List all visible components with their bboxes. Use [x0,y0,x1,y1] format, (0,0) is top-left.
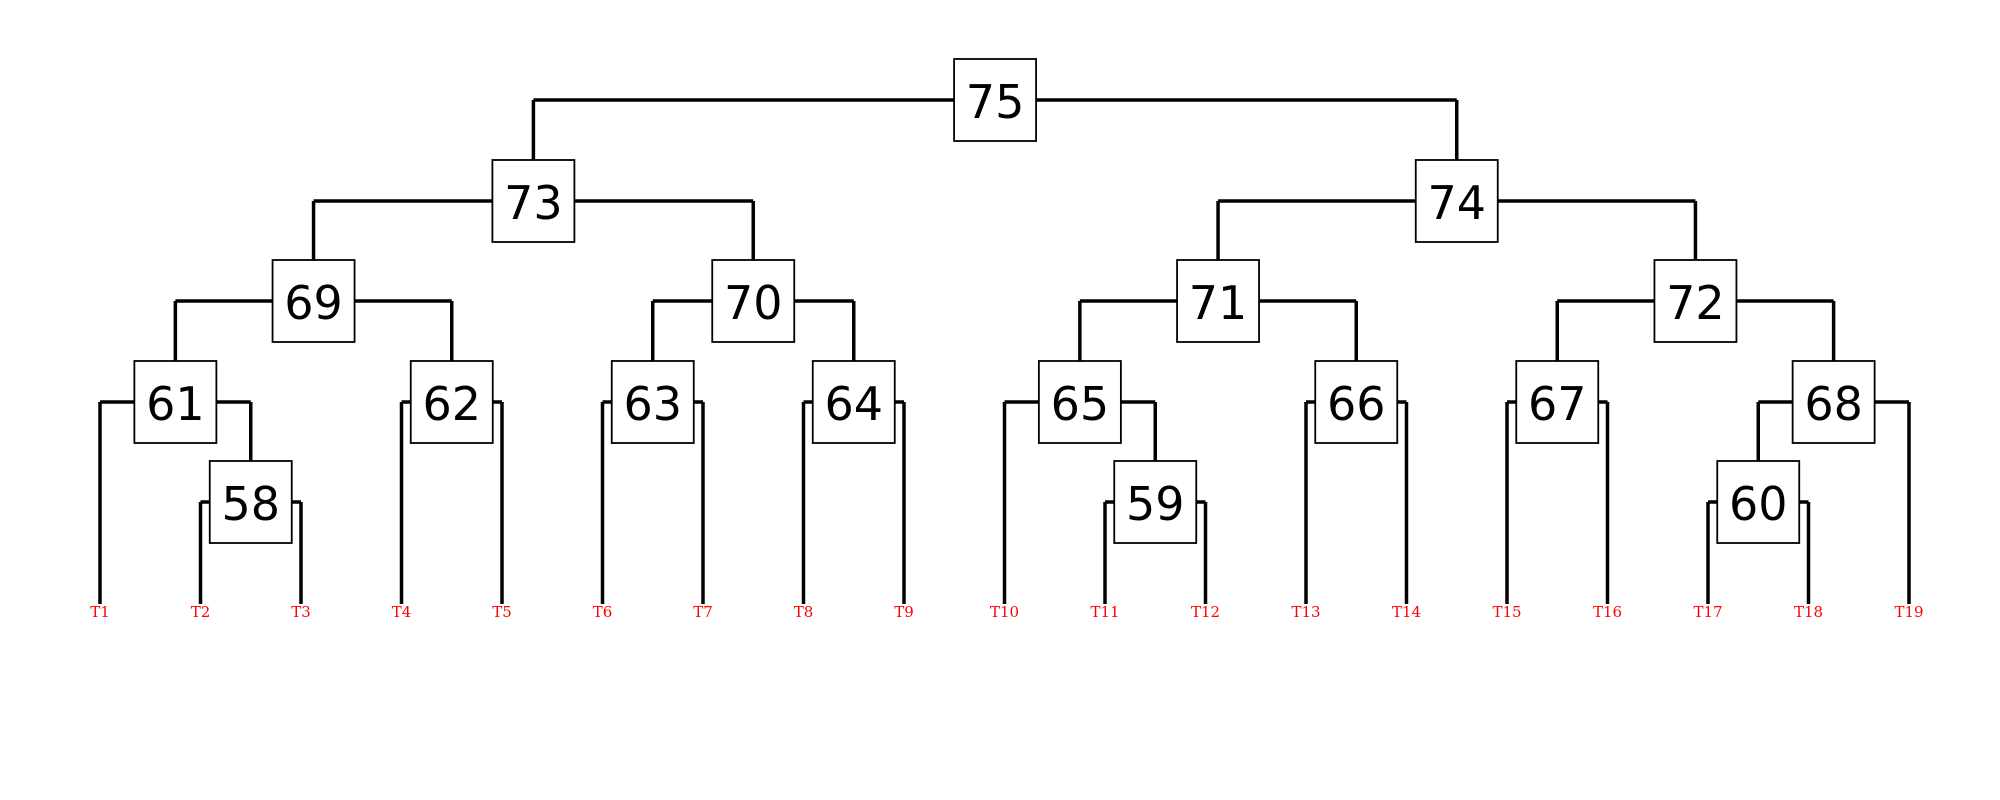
node-label-68: 68 [1804,377,1863,431]
node-label-73: 73 [504,176,563,230]
leaf-label-T15: T15 [1492,603,1521,621]
node-label-71: 71 [1189,276,1248,330]
node-71: 71 [1176,259,1260,343]
tree-edges [98,98,1911,604]
leaf-label-T6: T6 [593,603,613,621]
leaf-label-T13: T13 [1291,603,1320,621]
node-label-61: 61 [146,377,205,431]
leaf-label-T1: T1 [90,603,110,621]
node-box-70 [711,259,796,343]
node-box-68 [1791,360,1876,444]
node-58: 58 [208,460,293,544]
node-label-65: 65 [1051,377,1110,431]
leaf-label-T10: T10 [990,603,1019,621]
node-box-75 [953,58,1037,142]
node-67: 67 [1515,360,1600,444]
node-box-62 [409,360,494,444]
node-box-61 [133,360,218,444]
leaf-label-T8: T8 [794,603,814,621]
node-74: 74 [1414,159,1499,243]
node-70: 70 [711,259,796,343]
node-box-69 [271,259,356,343]
node-59: 59 [1113,460,1198,544]
node-label-75: 75 [966,75,1025,129]
node-box-63 [610,360,695,444]
node-label-69: 69 [284,276,343,330]
leaf-label-T12: T12 [1191,603,1220,621]
leaf-label-T17: T17 [1693,603,1722,621]
node-63: 63 [610,360,695,444]
node-box-71 [1176,259,1260,343]
node-69: 69 [271,259,356,343]
node-box-74 [1414,159,1499,243]
node-73: 73 [491,159,576,243]
leaf-label-T11: T11 [1090,603,1119,621]
leaf-label-T7: T7 [693,603,713,621]
node-72: 72 [1653,259,1738,343]
leaf-label-T16: T16 [1593,603,1622,621]
leaf-label-T2: T2 [191,603,211,621]
tree-leaves: T1 T2 T3 T4 T5 T6 T7 T8 T9 T10 T11 T12 T13 T14 T15 T16 T… [90,603,1923,621]
node-label-67: 67 [1528,377,1587,431]
leaf-label-T3: T3 [291,603,311,621]
node-box-67 [1515,360,1600,444]
node-label-66: 66 [1327,377,1386,431]
leaf-label-T19: T19 [1894,603,1923,621]
node-box-60 [1716,460,1801,544]
node-label-72: 72 [1666,276,1725,330]
leaf-label-T14: T14 [1392,603,1421,621]
node-68: 68 [1791,360,1876,444]
node-box-72 [1653,259,1738,343]
node-65: 65 [1037,360,1122,444]
node-box-59 [1113,460,1198,544]
node-61: 61 [133,360,218,444]
node-label-58: 58 [221,477,280,531]
leaf-label-T18: T18 [1794,603,1823,621]
node-label-74: 74 [1427,176,1486,230]
node-label-64: 64 [824,377,883,431]
leaf-label-T9: T9 [894,603,914,621]
leaf-label-T5: T5 [492,603,512,621]
tree-nodes: 75 73 74 69 70 71 72 61 58 62 63 64 65 59 66 67 68 60 [133,58,1876,544]
node-66: 66 [1314,360,1399,444]
node-box-66 [1314,360,1399,444]
node-label-62: 62 [422,377,481,431]
node-label-63: 63 [623,377,682,431]
node-label-60: 60 [1729,477,1788,531]
node-60: 60 [1716,460,1801,544]
node-box-64 [811,360,896,444]
node-62: 62 [409,360,494,444]
node-label-70: 70 [724,276,783,330]
node-75: 75 [953,58,1037,142]
node-64: 64 [811,360,896,444]
node-label-59: 59 [1126,477,1185,531]
node-box-73 [491,159,576,243]
node-box-58 [208,460,293,544]
leaf-label-T4: T4 [392,603,412,621]
node-box-65 [1037,360,1122,444]
